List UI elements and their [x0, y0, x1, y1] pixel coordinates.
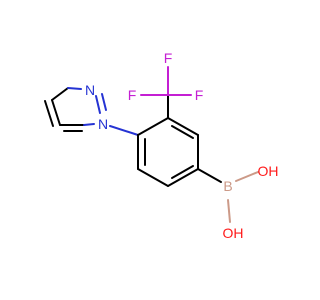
bond-pyrazole-c2-n1 — [67, 87, 82, 90]
bond-n-to-aryl — [109, 125, 139, 136]
bond-ring-to-boron — [197, 168, 222, 183]
atom-f-left: F — [128, 87, 137, 103]
bond-pyrazole-n1-n2 — [95, 95, 101, 114]
atom-oh-top: OH — [258, 163, 279, 179]
bond-ring-c1-c2 — [137, 117, 169, 136]
atom-f-right: F — [195, 87, 204, 103]
atom-oh-bottom: OH — [223, 225, 244, 241]
atom-boron: B — [223, 178, 232, 194]
atom-n-pyrazole-top: N — [85, 82, 95, 98]
atom-f-top: F — [164, 50, 173, 66]
bond-ring-double-3 — [171, 165, 194, 179]
bond-pyrazole-c3-c4-double — [44, 100, 54, 127]
bond-pyrazole-n1-n2-double — [101, 93, 107, 111]
bond-pyrazole-c5-n2 — [83, 123, 95, 126]
bond-b-oh-top — [235, 171, 259, 182]
boronic-acid-group — [197, 168, 259, 223]
bond-ring-c4-c5 — [167, 168, 199, 187]
bond-pyrazole-c3-c4 — [51, 99, 61, 126]
pyrazole-ring — [44, 87, 107, 132]
bond-ring-c2-c3 — [167, 117, 199, 136]
bond-pyrazole-c3-c2 — [51, 87, 69, 101]
trifluoromethyl-group — [140, 66, 192, 119]
molecule-structure-diagram: N N F F F B OH OH — [44, 50, 279, 241]
bond-ring-c5-c6 — [137, 168, 169, 187]
atom-n-pyrazole-bottom: N — [98, 116, 108, 132]
benzene-ring — [137, 117, 199, 187]
bond-b-oh-bottom — [227, 199, 231, 223]
bond-ring-double-2 — [171, 125, 194, 139]
